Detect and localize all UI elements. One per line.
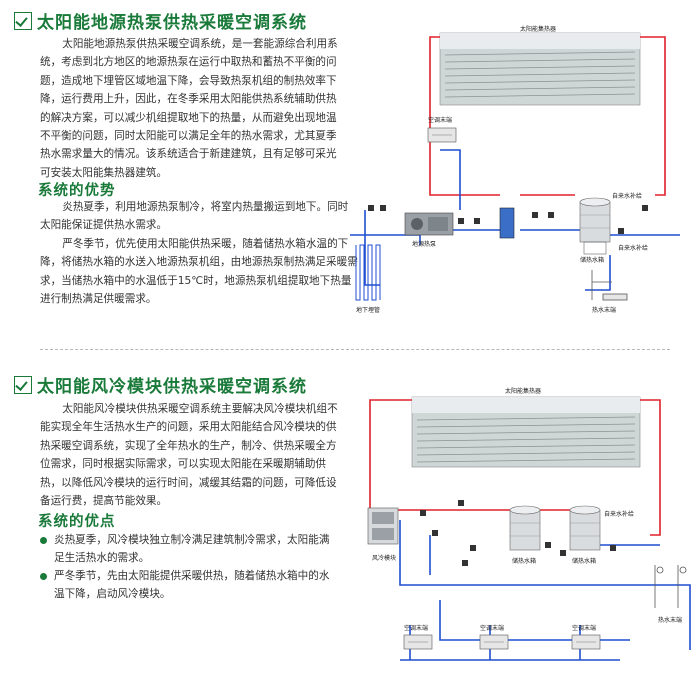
valves xyxy=(420,500,616,566)
section2-heading: 太阳能风冷模块供热采暖空调系统 xyxy=(14,372,307,397)
tank-right-label: 储热水箱 xyxy=(572,557,596,565)
section-divider xyxy=(40,349,670,350)
ac-2-label: 空调末端 xyxy=(480,624,504,632)
section1-advantage-summer: 炎热夏季，利用地源热泵制冷，将室内热量搬运到地下。同时太阳能保证提供热水需求。 xyxy=(40,201,349,232)
air-cooled-module xyxy=(367,507,399,545)
hot-water-label: 热水末端 xyxy=(658,616,682,624)
tap-water-label-2: 自来水补给 xyxy=(618,244,648,252)
checkbox-icon xyxy=(14,375,32,394)
section1-heading: 太阳能地源热泵供热采暖空调系统 xyxy=(14,8,307,33)
hot-water-terminal xyxy=(654,565,687,608)
heat-pump-label: 地源热泵 xyxy=(412,240,436,248)
collector-label: 太阳能集热器 xyxy=(520,25,556,33)
valves xyxy=(368,205,648,234)
tank-left-label: 储热水箱 xyxy=(512,557,536,565)
ac-unit-1 xyxy=(403,634,433,650)
ac-1-label: 空调末端 xyxy=(404,624,428,632)
cold-pipes xyxy=(350,149,680,291)
section2-advantages-title: 系统的优点 xyxy=(38,514,116,530)
heat-pump-unit xyxy=(404,212,454,236)
section2-title: 太阳能风冷模块供热采暖空调系统 xyxy=(37,377,307,397)
section-ground-source: 太阳能地源热泵供热采暖空调系统 太阳能地源热泵供热采暖空调系统，是一套能源综合利… xyxy=(0,0,700,340)
tap-water-label: 自来水补给 xyxy=(604,510,634,518)
ac-unit xyxy=(427,127,457,143)
section1-intro: 太阳能地源热泵供热采暖空调系统，是一套能源综合利用系统，考虑到北方地区的地源热泵… xyxy=(40,38,338,179)
storage-tank xyxy=(579,197,611,255)
section1-title: 太阳能地源热泵供热采暖空调系统 xyxy=(37,13,307,33)
section2-bullet-summer: 炎热夏季，风冷模块独立制冷满足建筑制冷需求，太阳能满足生活热水的需求。 xyxy=(40,531,340,568)
tap-water-label: 自来水补给 xyxy=(612,192,642,200)
section-air-cooled: 太阳能风冷模块供热采暖空调系统 太阳能风冷模块供热采暖空调系统主要解决风冷模块机… xyxy=(0,360,700,689)
tank-label: 储热水箱 xyxy=(580,256,604,264)
hot-water-terminal xyxy=(591,270,628,301)
section2-intro: 太阳能风冷模块供热采暖空调系统主要解决风冷模块机组不能实现全年生活热水生产的问题… xyxy=(40,403,338,508)
hot-water-label: 热水末端 xyxy=(592,306,616,314)
section1-advantages-title: 系统的优势 xyxy=(38,183,116,199)
section2-diagram: 太阳能集热器 风冷模块 xyxy=(367,387,691,661)
collector-label: 太阳能集热器 xyxy=(505,387,541,395)
bullet-dot-icon xyxy=(40,573,47,580)
checkbox-icon xyxy=(14,11,32,30)
storage-tank-left xyxy=(509,505,541,551)
bullet-text: 炎热夏季，风冷模块独立制冷满足建筑制冷需求，太阳能满足生活热水的需求。 xyxy=(54,534,330,565)
plate-heat-exchanger xyxy=(499,207,515,239)
section1-diagram: 太阳能集热器 地下埋管 空调末端 xyxy=(350,25,680,314)
cold-pipes xyxy=(399,520,691,661)
collector-tubes xyxy=(444,51,636,98)
bullet-text: 严冬季节，先由太阳能提供采暖供热，随着储热水箱中的水温下降，启动风冷模块。 xyxy=(54,570,330,601)
hot-pipes xyxy=(429,36,666,196)
section1-advantage-winter: 严冬季节，优先使用太阳能供热采暖，随着储热水箱水温的下降，将储热水箱的水送入地源… xyxy=(40,238,358,306)
ac-unit-3 xyxy=(571,634,601,650)
sky-band xyxy=(440,33,640,49)
bullet-dot-icon xyxy=(40,537,47,544)
ac-unit-label: 空调末端 xyxy=(428,116,452,124)
section2-bullet-winter: 严冬季节，先由太阳能提供采暖供热，随着储热水箱中的水温下降，启动风冷模块。 xyxy=(40,567,340,604)
ac-unit-2 xyxy=(479,634,509,650)
storage-tank-right xyxy=(569,505,601,551)
collector-tubes xyxy=(416,416,636,463)
ground-loop-label: 地下埋管 xyxy=(356,306,380,314)
sky-band xyxy=(412,397,640,413)
ac-3-label: 空调末端 xyxy=(572,624,596,632)
air-module-label: 风冷模块 xyxy=(372,554,396,562)
ground-loop-coil xyxy=(355,244,381,301)
